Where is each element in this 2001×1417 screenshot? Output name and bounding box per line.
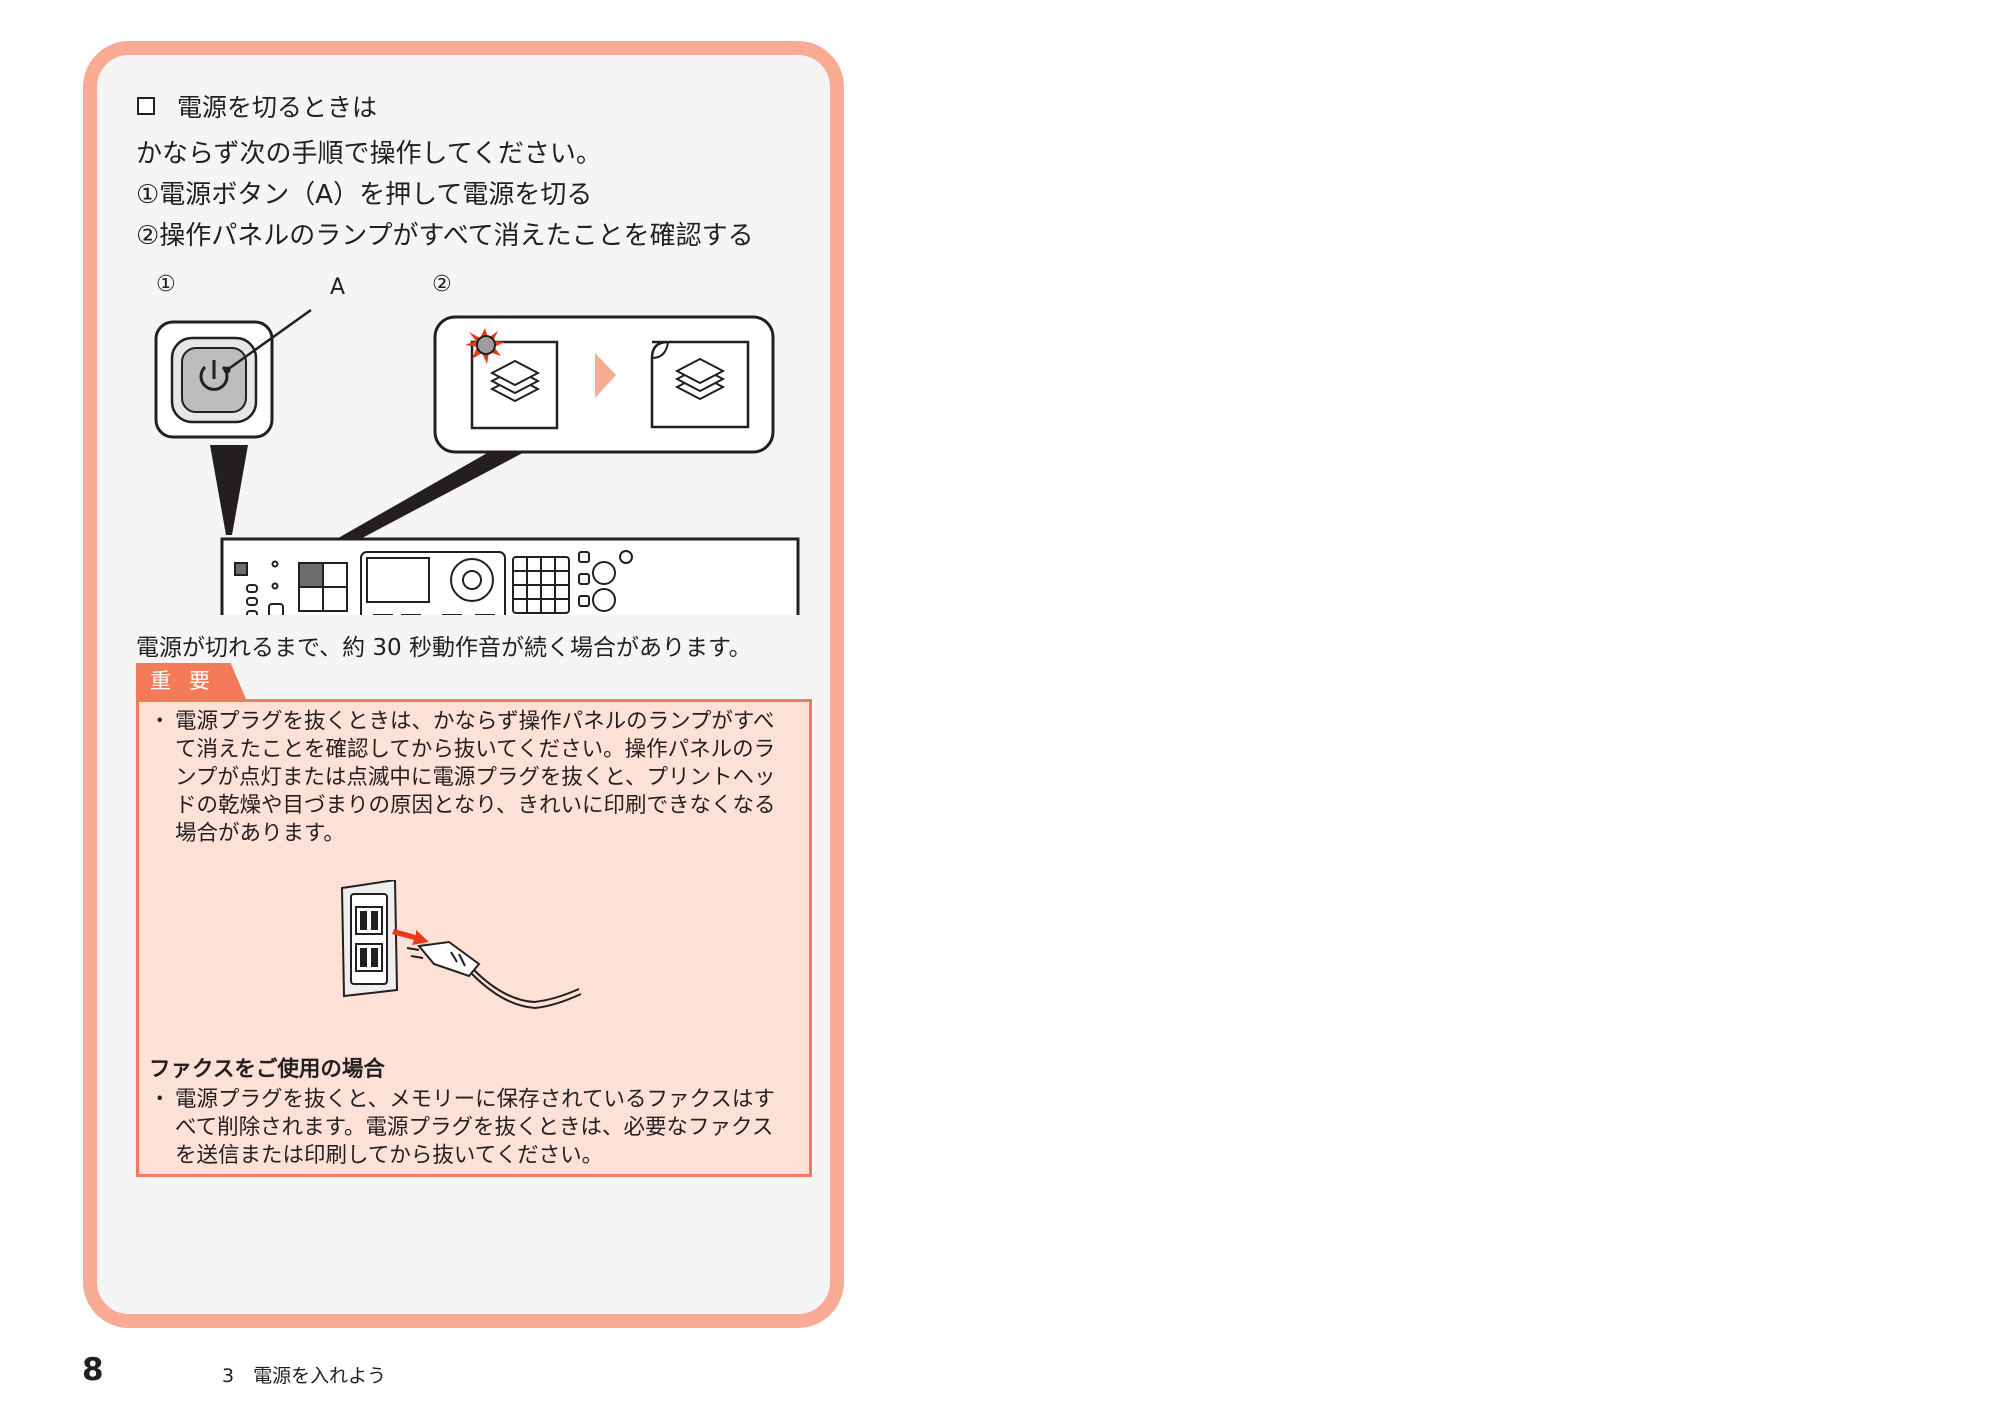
power-plug-icon — [406, 940, 582, 1010]
bullet-mark: ・ — [149, 1087, 171, 1112]
bullet-mark: ・ — [149, 709, 171, 734]
lamp-callout — [433, 315, 775, 454]
wall-outlet-icon — [340, 880, 399, 998]
section-title: 3 電源を入れよう — [222, 1365, 387, 1387]
callout-wedge-2 — [333, 448, 532, 545]
bullet-1-line-4: ドの乾燥や目づまりの原因となり、きれいに印刷できなくなる — [175, 793, 776, 818]
checkbox-icon — [137, 97, 155, 115]
power-button-small — [234, 562, 248, 576]
callout-wedge-1 — [210, 445, 248, 535]
heading-text: 電源を切るときは — [177, 93, 378, 122]
intro-text: かならず次の手順で操作してください。 — [136, 139, 602, 169]
bullet-2-line-3: を送信または印刷してから抜いてください。 — [175, 1143, 604, 1168]
info-panel: 電源を切るときは かならず次の手順で操作してください。 ①電源ボタン（A）を押し… — [83, 41, 844, 1328]
bullet-2-line-2: べて削除されます。電源プラグを抜くときは、必要なファクス — [175, 1115, 774, 1140]
copy-icon — [489, 359, 541, 403]
operation-panel — [220, 537, 800, 615]
section-heading: 電源を切るときは — [137, 88, 377, 124]
bullet-1-line-5: 場合があります。 — [175, 821, 345, 846]
unplug-illustration — [340, 880, 582, 1010]
copy-icon-off — [674, 357, 726, 401]
lamp-blinking-icon — [465, 328, 505, 364]
fax-subheading: ファクスをご使用の場合 — [149, 1057, 385, 1082]
figure-label-1: ① — [156, 272, 176, 297]
power-button-callout — [154, 308, 312, 439]
bullet-1-line-1: 電源プラグを抜くときは、かならず操作パネルのランプがすべ — [175, 709, 775, 734]
pull-arrow-icon — [392, 929, 429, 945]
bullet-1-line-2: て消えたことを確認してから抜いてください。操作パネルのラ — [175, 737, 776, 762]
bullet-2-line-1: 電源プラグを抜くと、メモリーに保存されているファクスはす — [175, 1087, 775, 1112]
bullet-1-line-3: ンプが点灯または点滅中に電源プラグを抜くと、プリントヘッ — [175, 765, 776, 790]
important-tab: 重要 — [136, 663, 246, 699]
important-box: ・ 電源プラグを抜くときは、かならず操作パネルのランプがすべ て消えたことを確認… — [136, 699, 812, 1177]
page-number: 8 — [82, 1352, 104, 1388]
arrow-right-icon — [595, 353, 616, 398]
step-1-text: ①電源ボタン（A）を押して電源を切る — [136, 180, 593, 210]
figure-label-a: A — [330, 275, 345, 300]
step-2-text: ②操作パネルのランプがすべて消えたことを確認する — [136, 221, 754, 251]
figure-label-2: ② — [432, 272, 452, 297]
power-icon — [199, 360, 229, 391]
power-off-illustration: ① ② A — [154, 272, 800, 615]
power-off-note: 電源が切れるまで、約 30 秒動作音が続く場合があります。 — [136, 635, 752, 661]
